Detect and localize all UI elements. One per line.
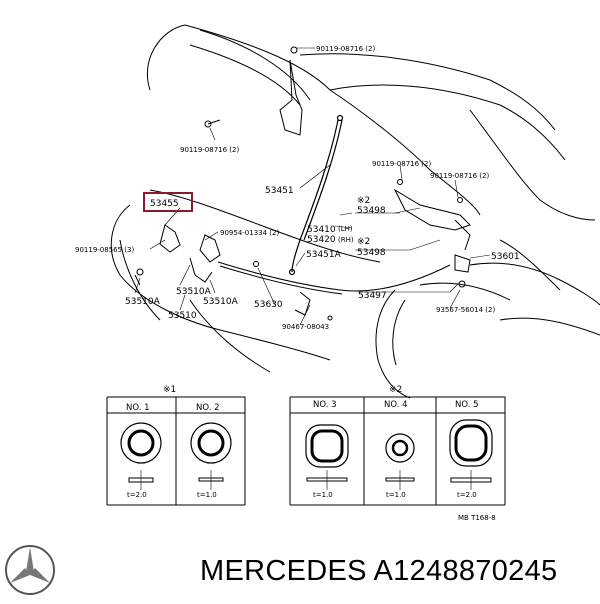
mercedes-star-icon xyxy=(5,545,55,595)
washer-tables: ※1 ※2 NO. 1 NO. 2 NO. 3 NO. 4 NO. 5 xyxy=(106,385,506,506)
label-p8: 53420 xyxy=(307,235,336,245)
t-no5: t=2.0 xyxy=(457,491,477,499)
label-p12: 53510A xyxy=(125,297,161,307)
part-labels: 90119-08716 (2) 90119-08716 (2) 53451 53… xyxy=(75,45,520,331)
highlight-box xyxy=(143,192,193,212)
label-s2: ※2 xyxy=(357,237,370,247)
table-no5: NO. 5 xyxy=(455,400,479,410)
label-p6: 90954-01334 (2) xyxy=(220,229,279,237)
table-no3: NO. 3 xyxy=(313,400,337,410)
leader-lines xyxy=(134,47,491,326)
label-p16: 90119-08716 (2) xyxy=(372,160,431,168)
washer-no2 xyxy=(190,422,232,490)
label-p20: 53601 xyxy=(491,252,520,262)
label-p7q: (LH) xyxy=(338,225,353,233)
label-p11: 53510A xyxy=(203,297,239,307)
label-p22: 93567-56014 (2) xyxy=(436,306,495,314)
group1-mark: ※1 xyxy=(163,385,176,395)
t-no2: t=1.0 xyxy=(197,491,217,499)
hinge-left xyxy=(204,46,303,136)
label-p7: 53410 xyxy=(307,225,336,235)
label-p2: 90119-08716 (2) xyxy=(180,146,239,154)
label-p1: 90119-08716 (2) xyxy=(316,45,375,53)
washer-no1 xyxy=(120,422,162,490)
label-p3: 53451 xyxy=(265,186,294,196)
t-no3: t=1.0 xyxy=(313,491,333,499)
label-p8q: (RH) xyxy=(338,236,354,244)
label-p19: 53498 xyxy=(357,248,386,258)
table-no4: NO. 4 xyxy=(384,400,408,410)
hinge-right xyxy=(393,179,471,251)
support-rod xyxy=(288,114,344,276)
brand-part-number: MERCEDES A1248870245 xyxy=(200,555,558,587)
washer-no4 xyxy=(385,433,415,490)
label-p17: 90119-08716 (2) xyxy=(430,172,489,180)
diagram-ref: MB T168-8 xyxy=(458,514,496,522)
t-no4: t=1.0 xyxy=(386,491,406,499)
lock-assembly xyxy=(134,224,471,321)
label-p4: 53455 xyxy=(150,199,179,209)
table-no1: NO. 1 xyxy=(126,403,150,413)
label-p9: 53451A xyxy=(306,250,342,260)
t-no1: t=2.0 xyxy=(127,491,147,499)
label-p18: 53498 xyxy=(357,206,386,216)
label-p13: 53510 xyxy=(168,311,197,321)
label-p15: 90467-08043 xyxy=(282,323,329,331)
washer-no3 xyxy=(305,424,349,490)
label-p10: 53510A xyxy=(176,287,212,297)
washer-no5 xyxy=(449,419,493,490)
label-s1: ※2 xyxy=(357,196,370,206)
group2-mark: ※2 xyxy=(389,385,402,395)
label-p21: 53497 xyxy=(358,291,387,301)
table-no2: NO. 2 xyxy=(196,403,220,413)
label-p14: 53630 xyxy=(254,300,283,310)
label-p5: 90119-08565 (3) xyxy=(75,246,134,254)
